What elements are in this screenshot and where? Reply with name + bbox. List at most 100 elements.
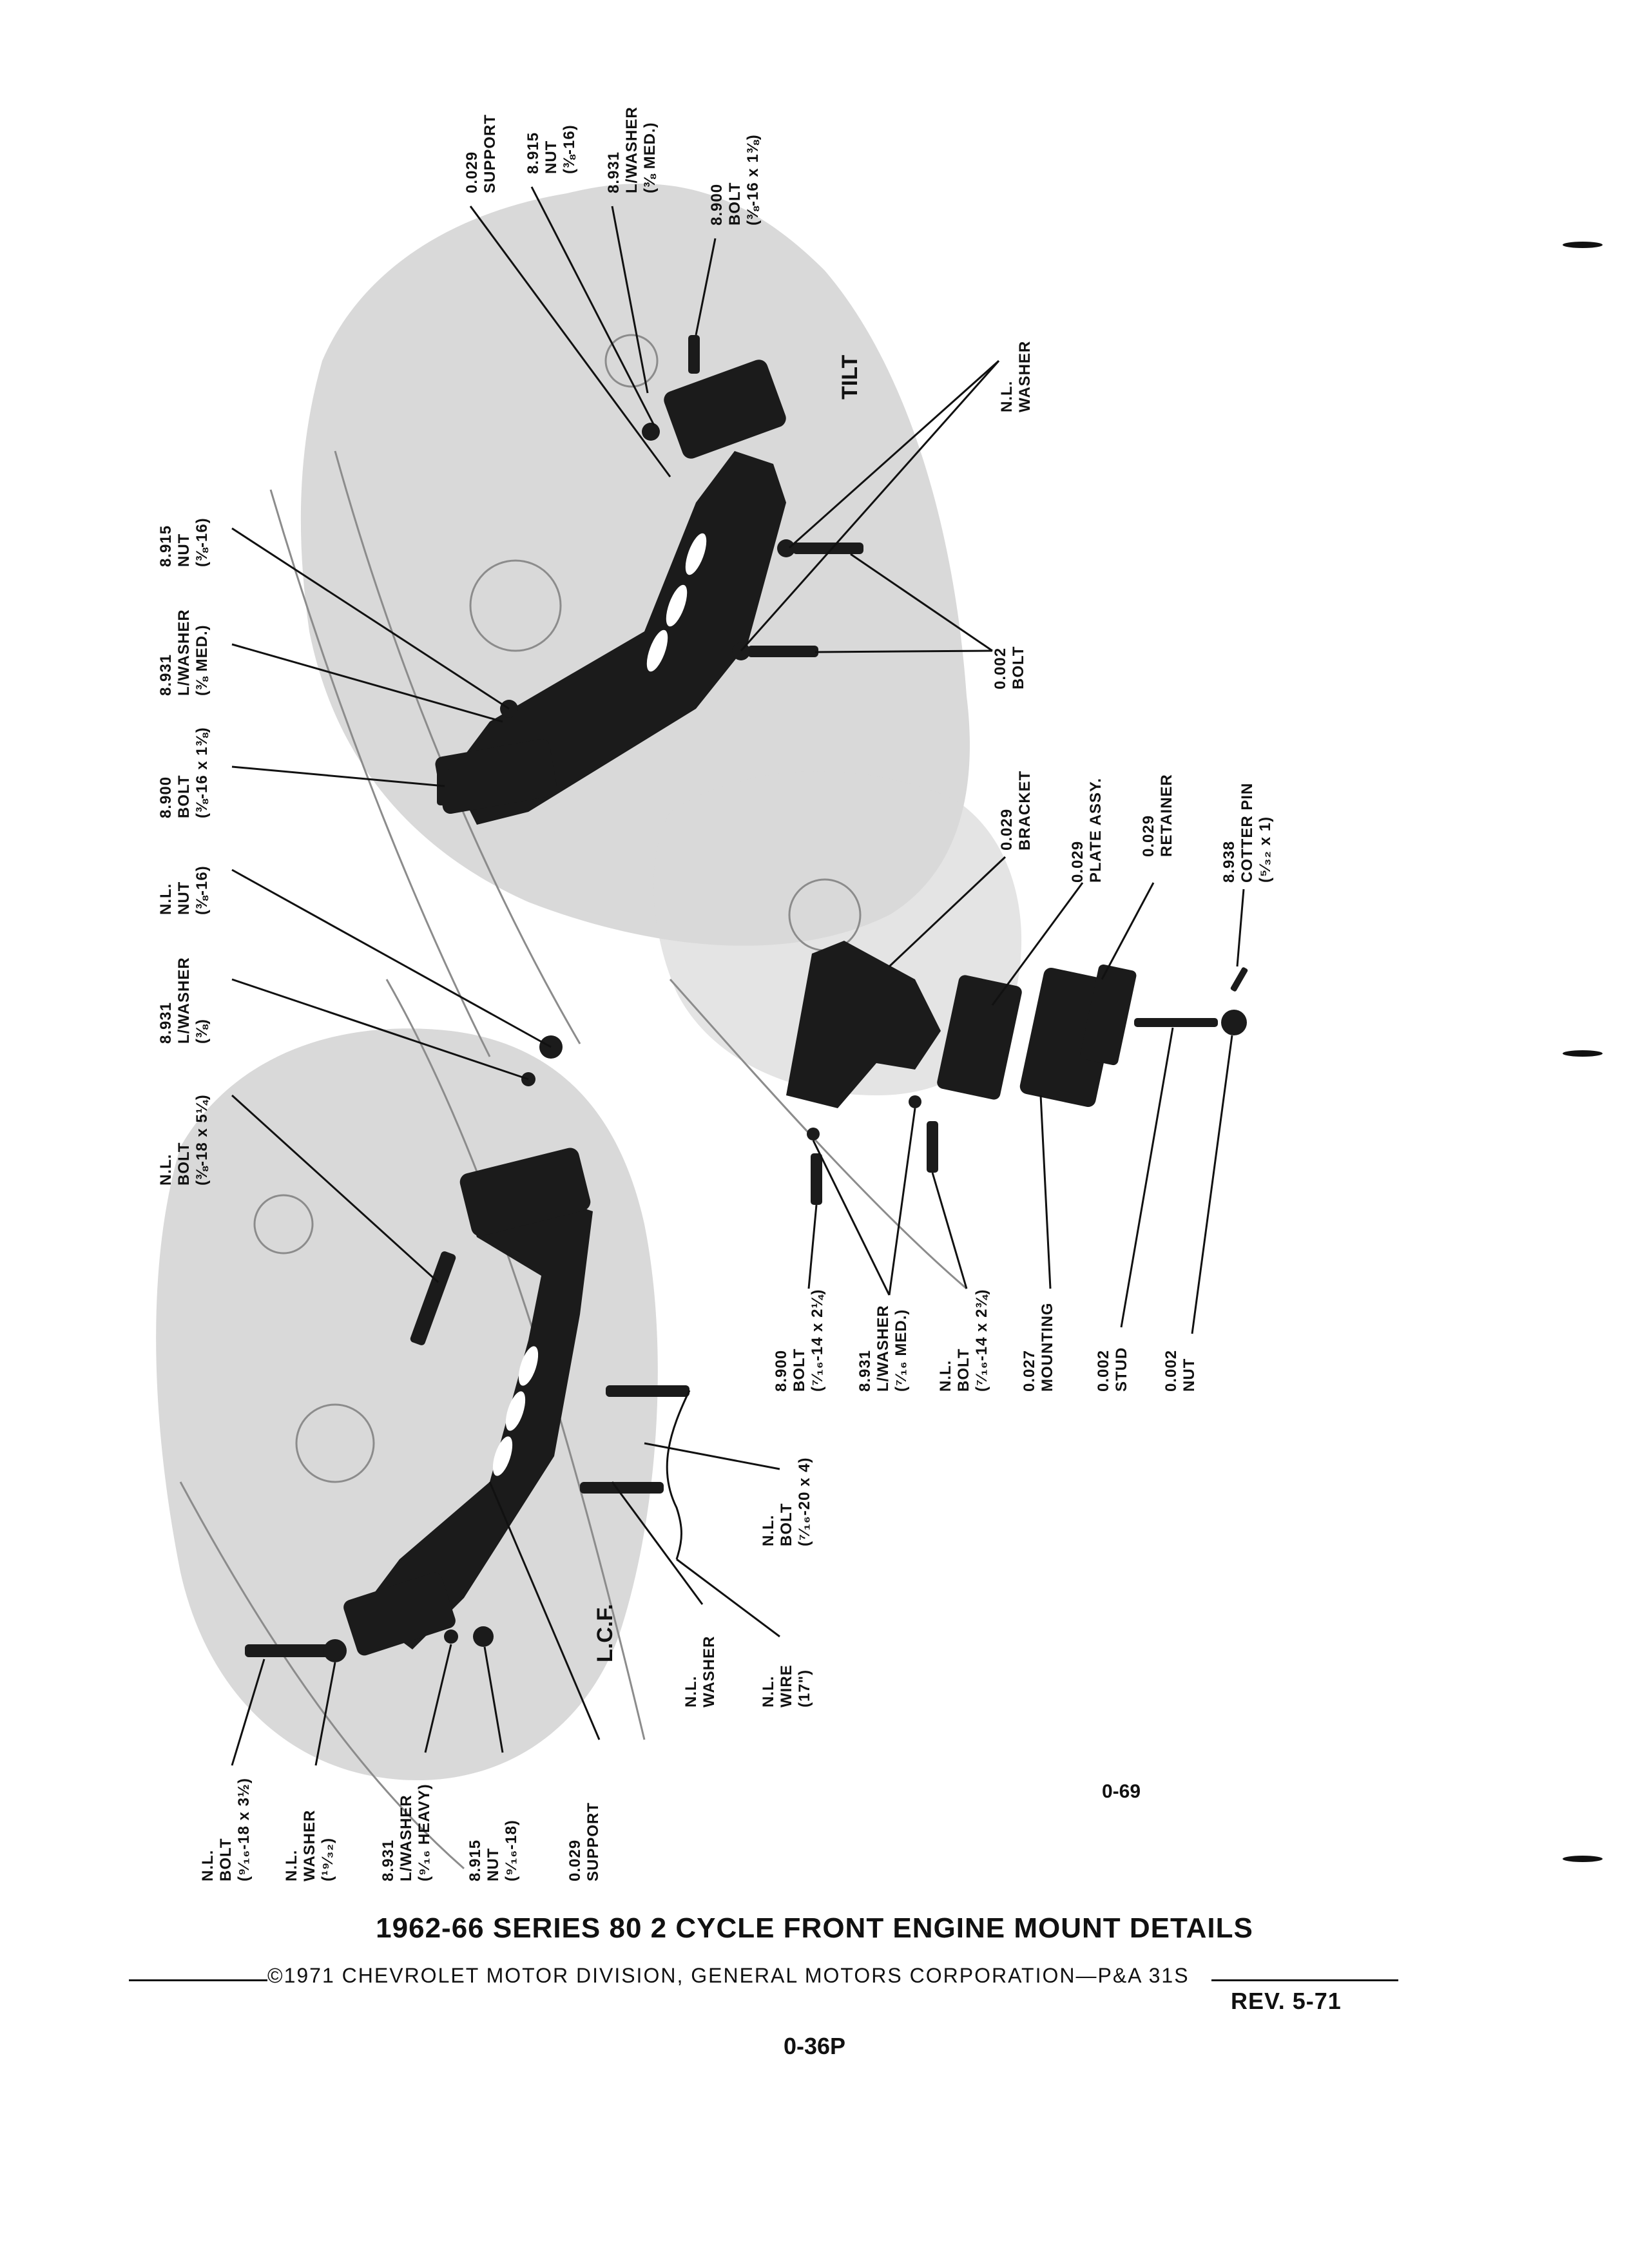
leader-bolt-0002-b	[815, 649, 993, 653]
callout-line: 0.002	[992, 648, 1009, 689]
lower-nut-left	[473, 1626, 494, 1647]
leader-mount-bolt-nl	[931, 1172, 968, 1289]
leader-upper-nut-top	[530, 186, 655, 426]
callout-line: (17")	[796, 1669, 813, 1707]
callout-line: (⁷⁄₁₆ MED.)	[892, 1309, 910, 1392]
upper-bolt-8900-a	[688, 335, 700, 374]
upper-nut-a	[642, 423, 660, 441]
upper-support-slot-1	[685, 533, 707, 575]
engine-pulley-sketch-2	[295, 1403, 375, 1483]
frame-rail-sketch-4	[179, 1481, 465, 1870]
callout-line: 8.915	[157, 525, 175, 567]
mount-bolt-8900	[811, 1153, 822, 1205]
leader-lower-lwasher-top	[231, 978, 529, 1081]
callout-line: (⅜-16)	[561, 124, 578, 174]
callout-line: (⁵⁄₃₂ x 1)	[1257, 816, 1274, 883]
mount-lwasher-b	[909, 1095, 921, 1108]
leader-nl-washer-b	[740, 360, 1000, 651]
mount-retainer-0029	[1080, 964, 1137, 1066]
upper-support-foot	[435, 738, 557, 814]
leader-nl-washer-a	[789, 360, 999, 549]
leader-lower-lwasher-left	[424, 1644, 452, 1753]
callout-line: NUT	[543, 140, 560, 174]
lower-bolt-wire-a	[606, 1385, 689, 1397]
callout-line: N.L.	[199, 1850, 217, 1881]
callout-line: 8.915	[467, 1840, 484, 1881]
leader-lower-bolt-left	[231, 1658, 265, 1766]
callout-line: (¹⁹⁄₃₂)	[319, 1838, 336, 1881]
page-number: 0-36P	[783, 2033, 846, 2059]
callout-line: SUPPORT	[481, 114, 499, 193]
callout-line: NUT	[175, 881, 193, 915]
upper-bolt-0002-b	[747, 646, 818, 657]
callout-line: 0.002	[1095, 1350, 1112, 1392]
callout-line: 8.931	[856, 1350, 874, 1392]
leader-lower-bolt-wire	[644, 1442, 780, 1470]
tilt-label: TILT	[838, 355, 862, 399]
leader-retainer	[1101, 882, 1155, 980]
callout: N.L.WASHER	[682, 1636, 718, 1707]
lower-bolt-wire-b	[580, 1482, 664, 1494]
callout-line: BOLT	[778, 1503, 795, 1546]
leader-lower-washer-left	[314, 1662, 336, 1766]
leader-upper-lwasher-left	[231, 643, 503, 723]
margin-mark-middle	[1563, 1050, 1603, 1057]
callout-line: (⅜-16 x 1⅜)	[193, 727, 211, 818]
footer-rule-right	[1211, 1979, 1398, 1981]
copyright-line: ©1971 CHEVROLET MOTOR DIVISION, GENERAL …	[267, 1964, 1190, 1987]
callout-line: (⁹⁄₁₆-18)	[503, 1820, 520, 1881]
callout: N.L.WIRE(17")	[760, 1664, 813, 1707]
callout-line: WIRE	[778, 1664, 795, 1707]
callout-line: L/WASHER	[398, 1794, 415, 1881]
callout-line: 0.029	[1140, 815, 1157, 857]
lower-engine-support	[245, 1035, 691, 1662]
lower-washer-left	[323, 1639, 347, 1662]
callout-line: 0.002	[1162, 1350, 1180, 1392]
lower-lwasher-left	[444, 1629, 458, 1644]
upper-engine-support	[435, 335, 863, 825]
engine-pulley-sketch-1	[469, 559, 562, 652]
lower-support-slot-1	[518, 1346, 539, 1386]
callout-line: 0.029	[998, 809, 1016, 850]
leader-cotter-pin	[1236, 889, 1245, 967]
upper-support-pad	[664, 360, 786, 459]
leader-lower-nut-top	[231, 869, 552, 1048]
callout-line: COTTER PIN	[1239, 783, 1256, 883]
revision-label: REV. 5-71	[1231, 1988, 1342, 2014]
figure-title: 1962-66 SERIES 80 2 CYCLE FRONT ENGINE M…	[376, 1912, 1253, 1944]
figure-number: 0-69	[1102, 1781, 1141, 1802]
upper-washer-a	[777, 539, 795, 557]
callout: N.L.NUT(⅜-16)	[157, 865, 211, 915]
callout-line: NUT	[485, 1848, 502, 1881]
callout: N.L.WASHER	[998, 341, 1034, 412]
callout-line: L/WASHER	[874, 1305, 892, 1392]
leader-lines	[231, 186, 1245, 1766]
upper-support-slot-2	[666, 584, 688, 627]
callout: N.L.BOLT(⅜-18 x 5¼)	[157, 1094, 211, 1186]
frame-rail-sketch-1	[269, 489, 491, 1057]
callout-line: N.L.	[682, 1676, 700, 1707]
leader-mounting-0027	[1039, 1095, 1052, 1289]
callout-line: N.L.	[998, 381, 1016, 412]
callout-line: (⅜-16)	[193, 517, 211, 567]
lower-support-foot	[343, 1572, 456, 1656]
callout-line: 8.931	[380, 1840, 397, 1881]
callout-line: N.L.	[157, 883, 175, 915]
engine-pulley-sketch-5	[604, 334, 659, 388]
callout-line: L/WASHER	[623, 106, 641, 193]
upper-bolt-0002-a	[793, 543, 863, 554]
callout-line: L/WASHER	[175, 957, 193, 1044]
callout-line: (⁹⁄₁₆ HEAVY)	[416, 1783, 433, 1881]
leader-upper-nut-left	[231, 527, 510, 710]
callout-line: MOUNTING	[1039, 1302, 1056, 1392]
lower-support-slot-3	[492, 1436, 513, 1476]
mount-plate-assy	[937, 975, 1022, 1100]
